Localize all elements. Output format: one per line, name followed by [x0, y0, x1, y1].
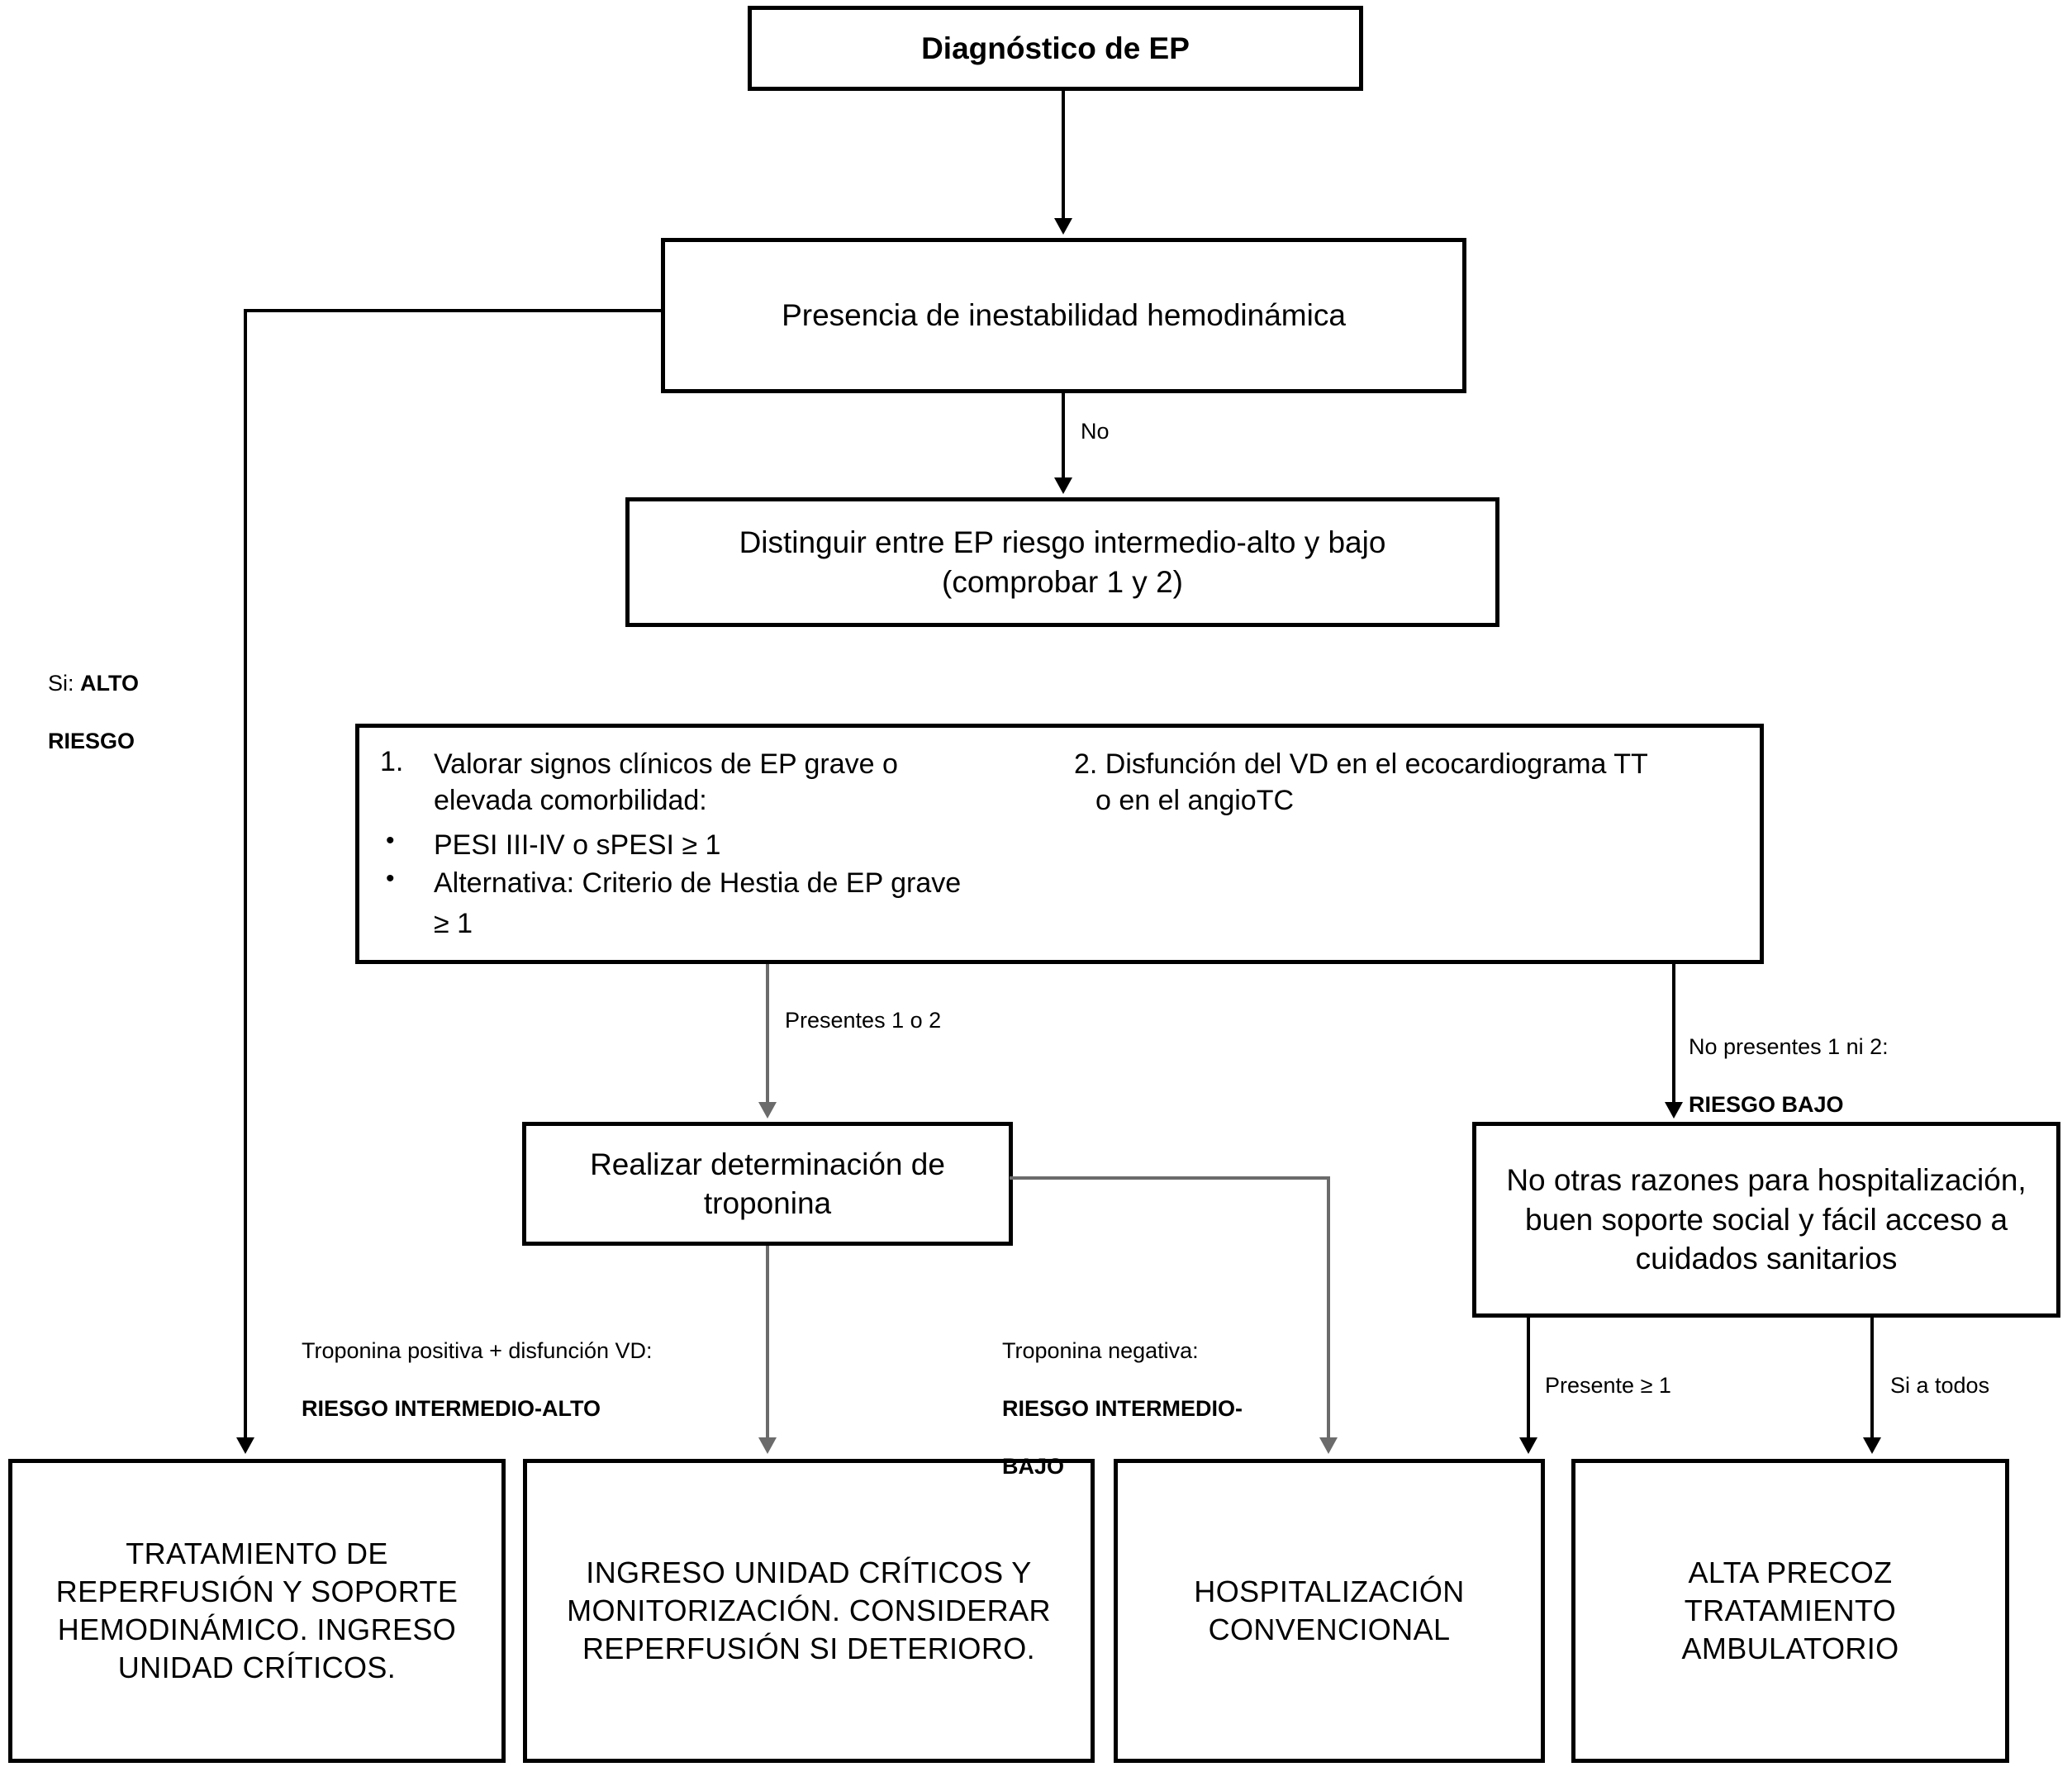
edge-label-troponina-positiva-line1: Troponina positiva + disfunción VD: [302, 1338, 653, 1364]
connector-razones-to-alta-precoz [1870, 1318, 1874, 1439]
arrowhead-criterios-to-troponina [758, 1102, 777, 1119]
edge-label-presentes-1-o-2: Presentes 1 o 2 [785, 1008, 942, 1033]
node-criterios-item1-text: Valorar signos clínicos de EP grave o el… [434, 746, 946, 819]
edge-label-si-alto-riesgo-prefix: Si: [48, 671, 81, 696]
node-distinguir-riesgo: Distinguir entre EP riesgo intermedio-al… [625, 497, 1499, 627]
node-distinguir-riesgo-text: Distinguir entre EP riesgo intermedio-al… [728, 523, 1398, 601]
connector-troponina-right-vertical [1327, 1176, 1330, 1439]
outcome-alta-precoz-line2: TRATAMIENTO [1684, 1593, 1897, 1627]
arrowhead-troponina-to-ingreso-criticos [758, 1437, 777, 1454]
outcome-tratamiento-reperfusion-line4: UNIDAD CRÍTICOS. [117, 1651, 397, 1685]
edge-label-troponina-negativa-line1: Troponina negativa: [1002, 1338, 1199, 1364]
node-criterios-item2-line1: 2. Disfunción del VD en el ecocardiogram… [1074, 748, 1648, 780]
edge-label-si-alto-riesgo-line1: ALTO [80, 671, 140, 696]
node-no-otras-razones: No otras razones para hospitalización, b… [1472, 1122, 2060, 1318]
node-no-otras-razones-line1: No otras razones para hospitalización, [1506, 1163, 2027, 1198]
node-distinguir-riesgo-line2: (comprobar 1 y 2) [942, 564, 1183, 599]
outcome-tratamiento-reperfusion-line3: HEMODINÁMICO. INGRESO [57, 1613, 457, 1646]
connector-diagnostico-to-inestabilidad [1062, 91, 1065, 221]
node-criterios-item2-text: 2. Disfunción del VD en el ecocardiogram… [1074, 746, 1727, 819]
node-no-otras-razones-line2: buen soporte social y fácil acceso a [1524, 1202, 2008, 1237]
outcome-hospitalizacion-convencional: HOSPITALIZACIÓN CONVENCIONAL [1114, 1459, 1545, 1763]
arrowhead-diagnostico-to-inestabilidad [1054, 218, 1072, 235]
node-criterios: 1. Valorar signos clínicos de EP grave o… [355, 724, 1764, 964]
edge-label-no-presentes: No presentes 1 ni 2: RIESGO BAJO [1689, 1004, 1961, 1119]
outcome-ingreso-criticos-line1: INGRESO UNIDAD CRÍTICOS Y [586, 1555, 1032, 1589]
outcome-hospitalizacion-convencional-line1: HOSPITALIZACIÓN [1194, 1574, 1465, 1608]
node-criterios-bullet2-line2: ≥ 1 [434, 908, 473, 940]
edge-label-si-alto-riesgo-line2: RIESGO [48, 729, 135, 754]
edge-label-troponina-negativa: Troponina negativa: RIESGO INTERMEDIO- B… [1002, 1308, 1333, 1482]
node-no-otras-razones-line3: cuidados sanitarios [1635, 1242, 1898, 1276]
connector-razones-to-hospitalizacion [1527, 1318, 1530, 1439]
outcome-tratamiento-reperfusion-line2: REPERFUSIÓN Y SOPORTE [55, 1574, 459, 1608]
bullet-dot-icon-2: • [386, 865, 395, 892]
bullet-dot-icon-1: • [386, 827, 395, 854]
outcome-alta-precoz-line3: AMBULATORIO [1681, 1632, 1899, 1666]
outcome-ingreso-criticos: INGRESO UNIDAD CRÍTICOS Y MONITORIZACIÓN… [523, 1459, 1095, 1763]
node-distinguir-riesgo-line1: Distinguir entre EP riesgo intermedio-al… [739, 525, 1386, 560]
arrowhead-razones-to-hospitalizacion [1519, 1437, 1537, 1454]
outcome-hospitalizacion-convencional-line2: CONVENCIONAL [1208, 1613, 1451, 1646]
node-inestabilidad-hemodinamica: Presencia de inestabilidad hemodinámica [661, 238, 1466, 393]
outcome-hospitalizacion-convencional-text: HOSPITALIZACIÓN CONVENCIONAL [1182, 1573, 1476, 1649]
node-realizar-troponina-text: Realizar determinación de troponina [578, 1145, 957, 1223]
node-criterios-item2-line2: o en el angioTC [1074, 782, 1727, 819]
node-diagnostico-ep: Diagnóstico de EP [748, 6, 1363, 91]
outcome-ingreso-criticos-line3: REPERFUSIÓN SI DETERIORO. [582, 1632, 1036, 1666]
edge-label-troponina-positiva-line2: RIESGO INTERMEDIO-ALTO [302, 1396, 601, 1422]
edge-label-si-a-todos: Si a todos [1890, 1373, 1990, 1398]
outcome-tratamiento-reperfusion-text: TRATAMIENTO DE REPERFUSIÓN Y SOPORTE HEM… [45, 1535, 470, 1687]
node-diagnostico-ep-label: Diagnóstico de EP [921, 31, 1190, 65]
connector-troponina-right-horizontal [1010, 1176, 1330, 1180]
edge-label-presente-mayor-igual-1: Presente ≥ 1 [1545, 1373, 1671, 1398]
connector-inestabilidad-to-distinguir [1062, 393, 1065, 479]
connector-criterios-to-troponina [766, 964, 769, 1105]
outcome-tratamiento-reperfusion: TRATAMIENTO DE REPERFUSIÓN Y SOPORTE HEM… [8, 1459, 506, 1763]
node-criterios-content: 1. Valorar signos clínicos de EP grave o… [359, 728, 1760, 960]
node-realizar-troponina-line2: troponina [703, 1186, 832, 1220]
outcome-alta-precoz-line1: ALTA PRECOZ [1688, 1555, 1893, 1589]
node-no-otras-razones-text: No otras razones para hospitalización, b… [1495, 1161, 2037, 1278]
connector-troponina-to-ingreso-criticos [766, 1246, 769, 1439]
node-criterios-bullet2-line1: Alternativa: Criterio de Hestia de EP gr… [434, 867, 962, 899]
node-realizar-troponina-line1: Realizar determinación de [590, 1147, 945, 1181]
edge-label-no: No [1081, 419, 1110, 444]
outcome-ingreso-criticos-line2: MONITORIZACIÓN. CONSIDERAR [567, 1593, 1051, 1627]
node-criterios-item1-line2: elevada comorbilidad: [434, 785, 707, 817]
connector-inestabilidad-left-horizontal [244, 309, 663, 312]
node-criterios-item1-number: 1. [380, 746, 404, 777]
outcome-tratamiento-reperfusion-line1: TRATAMIENTO DE [126, 1536, 388, 1570]
edge-label-troponina-positiva: Troponina positiva + disfunción VD: RIES… [302, 1308, 764, 1423]
node-inestabilidad-hemodinamica-label: Presencia de inestabilidad hemodinámica [782, 298, 1346, 333]
node-criterios-bullet2: Alternativa: Criterio de Hestia de EP gr… [434, 863, 1062, 945]
node-realizar-troponina: Realizar determinación de troponina [522, 1122, 1013, 1246]
node-criterios-item1-line1: Valorar signos clínicos de EP grave o [434, 748, 898, 780]
outcome-alta-precoz: ALTA PRECOZ TRATAMIENTO AMBULATORIO [1571, 1459, 2009, 1763]
outcome-alta-precoz-text: ALTA PRECOZ TRATAMIENTO AMBULATORIO [1670, 1554, 1910, 1668]
arrowhead-to-tratamiento-reperfusion [236, 1437, 254, 1454]
arrowhead-razones-to-alta-precoz [1863, 1437, 1881, 1454]
outcome-ingreso-criticos-text: INGRESO UNIDAD CRÍTICOS Y MONITORIZACIÓN… [555, 1554, 1062, 1668]
arrowhead-criterios-to-razones [1665, 1102, 1683, 1119]
connector-inestabilidad-left-vertical [244, 309, 247, 1439]
arrowhead-inestabilidad-to-distinguir [1054, 477, 1072, 494]
edge-label-no-presentes-line1: No presentes 1 ni 2: [1689, 1034, 1889, 1060]
connector-criterios-to-razones [1672, 964, 1675, 1105]
node-criterios-bullet1: PESI III-IV o sPESI ≥ 1 [434, 829, 721, 861]
node-criterios-item2-line2-text: o en el angioTC [1095, 785, 1295, 817]
edge-label-no-presentes-line2: RIESGO BAJO [1689, 1092, 1844, 1118]
edge-label-troponina-negativa-line3: BAJO [1002, 1454, 1065, 1480]
arrowhead-to-hospitalizacion-convencional [1319, 1437, 1338, 1454]
edge-label-troponina-negativa-line2: RIESGO INTERMEDIO- [1002, 1396, 1243, 1422]
edge-label-si-alto-riesgo: Si: ALTO RIESGO [48, 640, 263, 756]
